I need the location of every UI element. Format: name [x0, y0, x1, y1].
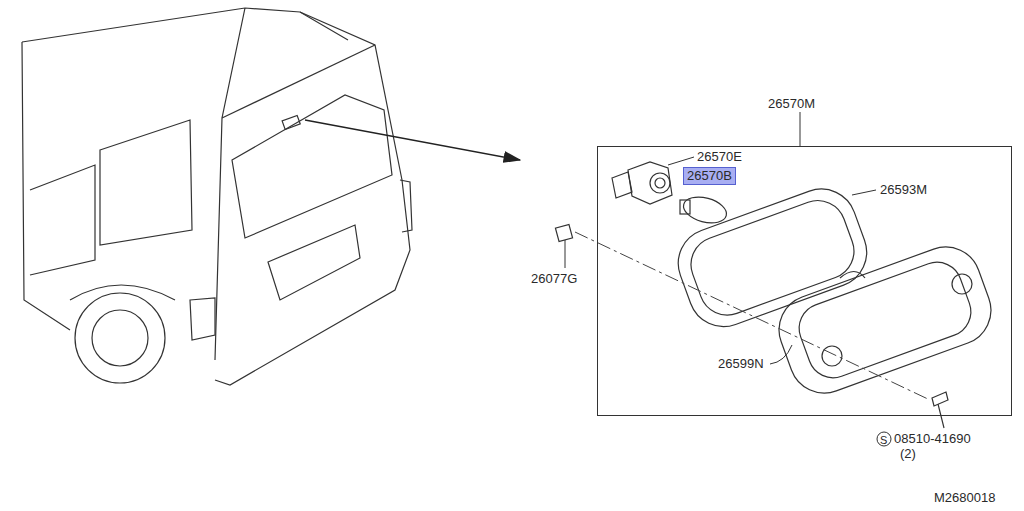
- part-number: 26570M: [768, 97, 815, 111]
- leader-lines: [565, 112, 944, 446]
- diagram-code: M2680018: [934, 491, 995, 505]
- location-arrow: [305, 120, 520, 160]
- van-drawing: [22, 8, 412, 385]
- lamp-parts: [555, 162, 1000, 428]
- assembly-frame: 26570M26570B: [597, 146, 1012, 416]
- callout-number: 26077G: [531, 272, 577, 286]
- part-number: 26570B: [687, 169, 732, 183]
- quantity: (2): [900, 447, 916, 461]
- standard-part-symbol: S: [880, 433, 887, 447]
- callout-number: 08510-41690: [894, 432, 971, 446]
- assembly-axis: [575, 232, 930, 400]
- symbol-circle: [877, 432, 891, 446]
- callout-number: 26593M: [880, 183, 927, 197]
- callout-number: 26599N: [718, 357, 764, 371]
- callout-number: 26570E: [697, 150, 742, 164]
- highlight-box: 26570B: [683, 167, 736, 185]
